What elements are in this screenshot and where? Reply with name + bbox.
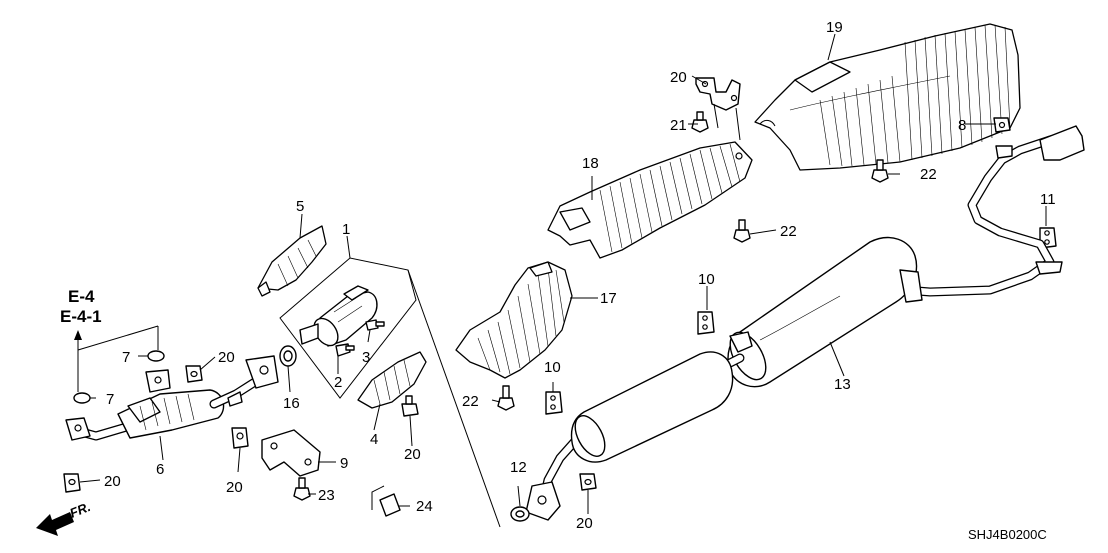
bolt-19 bbox=[401, 395, 419, 417]
callout-15: 17 bbox=[600, 290, 617, 307]
rubber-mount-10-lower bbox=[545, 391, 563, 415]
callout-5: 5 bbox=[296, 198, 304, 215]
callout-20-front-lower: 20 bbox=[104, 473, 121, 490]
bolt-22-upper bbox=[871, 159, 889, 183]
heat-shield-17 bbox=[754, 23, 1021, 171]
bolt-22-lower bbox=[497, 385, 515, 411]
callout-20-rear: 20 bbox=[576, 515, 593, 532]
bolt-21 bbox=[691, 111, 709, 133]
callout-21: 21 bbox=[670, 117, 687, 134]
stay-9 bbox=[261, 429, 321, 477]
callout-7-lower: 7 bbox=[106, 391, 114, 408]
nut-20-rear bbox=[579, 473, 597, 491]
nut-20-front-lower bbox=[63, 473, 81, 493]
callout-7-upper: 7 bbox=[122, 349, 130, 366]
washer-7-lower bbox=[73, 392, 91, 404]
callout-19: 20 bbox=[404, 446, 421, 463]
figure-code: SHJ4B0200C bbox=[968, 527, 1047, 542]
callout-20-mount: 20 bbox=[226, 479, 243, 496]
gasket-12 bbox=[510, 506, 530, 522]
heat-shield-15 bbox=[455, 261, 573, 379]
bolt-3 bbox=[365, 319, 385, 331]
grommet-8 bbox=[993, 117, 1011, 133]
callout-11: 11 bbox=[1040, 191, 1056, 208]
callout-22-lower: 22 bbox=[462, 393, 479, 410]
nut-20-mount bbox=[231, 427, 249, 449]
callout-14: 16 bbox=[283, 395, 300, 412]
main-muffler-13 bbox=[727, 237, 923, 388]
callout-16: 18 bbox=[582, 155, 599, 172]
washer-7-upper bbox=[147, 350, 165, 362]
callout-23: 23 bbox=[318, 487, 335, 504]
callout-2: 2 bbox=[334, 374, 342, 391]
front-arrow-icon bbox=[36, 512, 74, 536]
callout-8: 8 bbox=[958, 117, 966, 134]
callout-10-upper: 10 bbox=[698, 271, 715, 288]
callout-18: 20 bbox=[670, 69, 687, 86]
rubber-mount-10-upper bbox=[697, 311, 715, 335]
callout-4: 4 bbox=[370, 431, 378, 448]
callout-10-lower: 10 bbox=[544, 359, 561, 376]
reference-e4-1: E-4-1 bbox=[60, 307, 102, 326]
callout-9: 9 bbox=[340, 455, 348, 472]
bolt-22-middle bbox=[733, 219, 751, 243]
callout-17: 19 bbox=[826, 19, 843, 36]
callout-12: 12 bbox=[510, 459, 527, 476]
heat-shield-16 bbox=[547, 141, 753, 259]
callout-6: 6 bbox=[156, 461, 164, 478]
catalytic-converter-1 bbox=[299, 285, 378, 347]
callout-24: 24 bbox=[416, 498, 433, 515]
callout-3: 3 bbox=[362, 349, 370, 366]
bolt-2 bbox=[335, 343, 355, 357]
nut-20-front-upper bbox=[185, 365, 203, 383]
heat-shield-5 bbox=[257, 225, 327, 297]
tail-pipe bbox=[900, 125, 1085, 297]
front-pipe-6 bbox=[65, 355, 279, 441]
reference-e4: E-4 bbox=[68, 287, 95, 306]
callout-20-front-upper: 20 bbox=[218, 349, 235, 366]
center-pipe-assembly bbox=[525, 331, 753, 521]
callout-13: 13 bbox=[834, 376, 851, 393]
bracket-18 bbox=[695, 77, 741, 111]
gasket-14 bbox=[279, 345, 297, 367]
front-marker-label: FR. bbox=[68, 499, 93, 521]
callout-22-upper: 22 bbox=[920, 166, 937, 183]
heat-shield-4 bbox=[357, 351, 427, 409]
bolt-23 bbox=[293, 477, 311, 501]
clip-24 bbox=[371, 485, 401, 517]
callout-1: 1 bbox=[342, 221, 350, 238]
callout-22-middle: 22 bbox=[780, 223, 797, 240]
